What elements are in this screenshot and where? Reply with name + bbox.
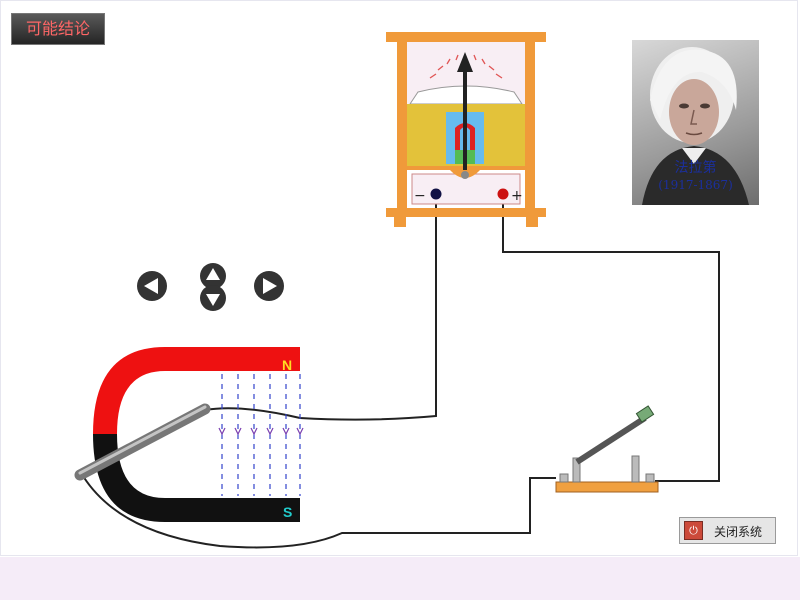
knife-switch	[555, 405, 659, 493]
galvanometer	[386, 32, 546, 227]
wire-to-switch	[82, 475, 556, 549]
wire-left-terminal	[204, 194, 437, 421]
portrait-image	[642, 47, 749, 205]
nav-right-button[interactable]	[254, 271, 284, 301]
meter-terminal-positive	[497, 188, 509, 200]
magnetic-field-lines	[221, 374, 301, 496]
conclusion-button[interactable]: 可能结论	[11, 13, 105, 45]
conductor-rod	[74, 403, 211, 481]
faraday-portrait: 法拉第 (1917-1867)	[632, 40, 759, 205]
south-pole-label: S	[283, 504, 292, 520]
down-arrow-icon	[206, 294, 220, 306]
meter-terminal-negative	[430, 188, 442, 200]
meter-scale-ticks	[429, 54, 503, 79]
close-system-button[interactable]: ⏻ 关闭系统	[679, 517, 776, 544]
horseshoe-magnet	[93, 347, 304, 522]
portrait-name: 法拉第	[674, 160, 717, 176]
frame-border	[0, 0, 798, 556]
up-arrow-icon	[206, 268, 220, 280]
meter-minus-label: −	[414, 188, 426, 204]
nav-left-button[interactable]	[137, 271, 167, 301]
magnet-north-arm	[93, 347, 300, 434]
north-pole-label: N	[282, 357, 292, 373]
nav-up-down-button[interactable]	[200, 263, 226, 311]
wire-right-terminal	[502, 194, 720, 482]
meter-plus-label: +	[511, 188, 523, 204]
bottom-band	[0, 557, 800, 600]
portrait-years: (1917-1867)	[658, 178, 733, 192]
close-system-label: 关闭系统	[714, 525, 763, 539]
power-icon: ⏻	[684, 521, 703, 540]
right-arrow-icon	[263, 278, 277, 294]
left-arrow-icon	[144, 278, 158, 294]
field-arrow-heads	[218, 427, 304, 436]
magnet-south-arm	[93, 434, 300, 522]
